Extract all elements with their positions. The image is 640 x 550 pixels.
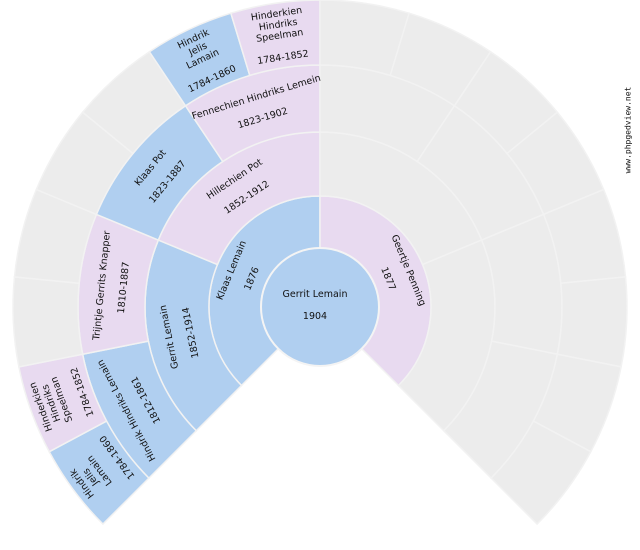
empty-segment-gen3-6 bbox=[480, 213, 563, 356]
fan-segments bbox=[12, 0, 628, 526]
watermark-text[interactable]: www.phpgedview.net bbox=[623, 86, 633, 174]
empty-segment-gen4-15 bbox=[490, 420, 592, 526]
ancestor-label-gen4-7: HinderkienHindriksSpeelman1784-1852 bbox=[250, 5, 309, 67]
root-person-circle[interactable] bbox=[260, 247, 380, 367]
empty-segment-gen4-2 bbox=[12, 276, 84, 368]
empty-segment-gen4-13 bbox=[556, 276, 628, 368]
